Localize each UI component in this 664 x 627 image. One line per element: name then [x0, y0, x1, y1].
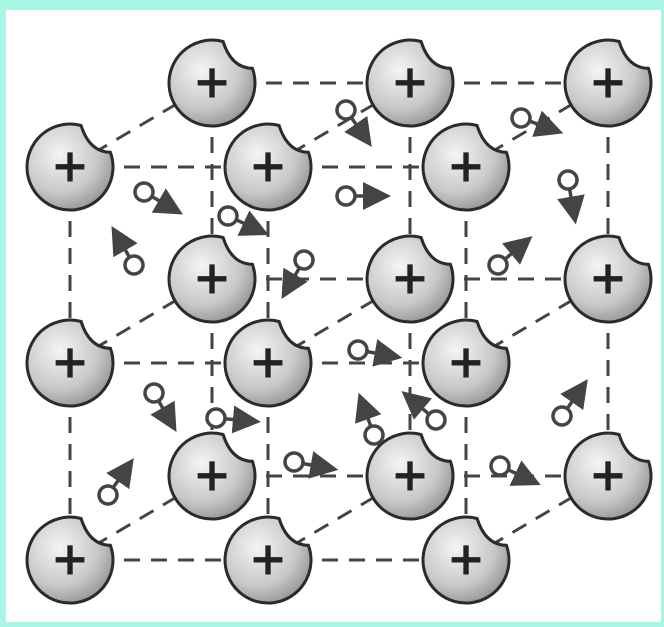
ion-charge-symbol: + [51, 335, 90, 389]
metal-lattice-diagram: + + + + + + + + + + + + + + + + + + [6, 10, 661, 622]
positive-ion: + [225, 517, 311, 603]
diagram-panel: + + + + + + + + + + + + + + + + + + [6, 10, 661, 622]
ion-charge-symbol: + [193, 251, 232, 305]
positive-ion: + [423, 124, 509, 210]
ion-charge-symbol: + [51, 532, 90, 586]
ion-charge-symbol: + [249, 139, 288, 193]
positive-ion: + [367, 433, 453, 519]
free-electron [284, 452, 333, 478]
positive-ion: + [423, 517, 509, 603]
free-electron [549, 380, 591, 429]
ion-charge-symbol: + [391, 251, 430, 305]
positive-ion: + [565, 433, 651, 519]
ion-charge-symbol: + [391, 448, 430, 502]
free-electron [277, 248, 316, 298]
free-electron [333, 97, 375, 146]
positive-ion: + [367, 40, 453, 126]
ion-charge-symbol: + [447, 335, 486, 389]
ion-charge-symbol: + [193, 448, 232, 502]
free-electron [488, 454, 538, 490]
positive-ion: + [565, 40, 651, 126]
free-electron [337, 187, 384, 205]
free-electron [107, 228, 146, 278]
positive-ion: + [225, 320, 311, 406]
free-electron [509, 106, 559, 139]
ion-charge-symbol: + [447, 139, 486, 193]
positive-ion: + [27, 517, 113, 603]
ion-charge-symbol: + [447, 532, 486, 586]
ion-charge-symbol: + [51, 139, 90, 193]
positive-ion: + [27, 320, 113, 406]
free-electron [558, 170, 584, 219]
ion-charge-symbol: + [193, 55, 232, 109]
positive-ion: + [367, 236, 453, 322]
free-electron [95, 459, 137, 508]
free-electron [206, 408, 254, 430]
ion-charge-symbol: + [589, 448, 628, 502]
ion-charge-symbol: + [589, 55, 628, 109]
free-electron [485, 234, 533, 278]
positive-ion: + [423, 320, 509, 406]
free-electron [142, 381, 181, 431]
ion-charge-symbol: + [391, 55, 430, 109]
positive-ion: + [225, 124, 311, 210]
positive-ion: + [169, 40, 255, 126]
ion-charge-symbol: + [589, 251, 628, 305]
free-electron [132, 180, 182, 219]
positive-ion: + [27, 124, 113, 210]
ion-charge-symbol: + [249, 532, 288, 586]
lattice-bond-lines [70, 83, 608, 560]
positive-ion: + [565, 236, 651, 322]
ion-charge-symbol: + [249, 335, 288, 389]
positive-ion: + [169, 433, 255, 519]
positive-ion: + [169, 236, 255, 322]
free-electron [353, 396, 386, 446]
